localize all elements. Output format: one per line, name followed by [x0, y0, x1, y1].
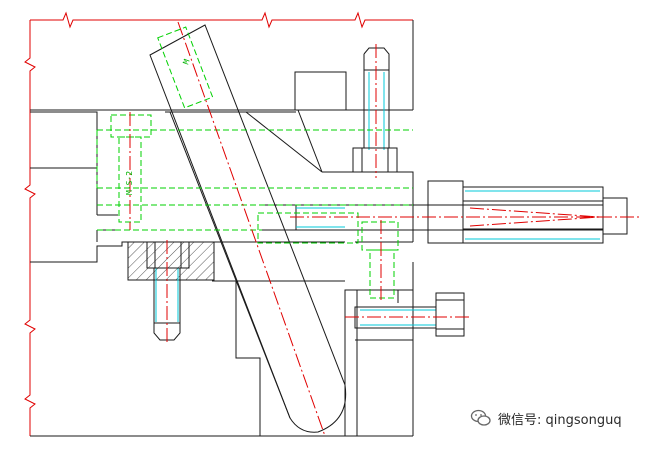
screw-label: M·S·2: [125, 171, 134, 195]
guide-rod-assembly: [295, 180, 628, 244]
wechat-icon: [470, 409, 491, 426]
break-boundary: [24, 11, 413, 436]
watermark-text: 微信号: qingsonguq: [498, 412, 622, 428]
screw-threads: [155, 72, 600, 326]
screws: [146, 47, 465, 341]
angle-pin: [149, 24, 347, 433]
hatched-section: [127, 241, 215, 281]
centerlines: [129, 21, 640, 437]
hidden-lines: [96, 26, 413, 299]
slot-label: M: [181, 58, 191, 66]
annotations: M M·S·2: [125, 58, 192, 195]
watermark: 微信号: qingsonguq: [470, 408, 622, 428]
mold-body-outline: [30, 20, 414, 437]
